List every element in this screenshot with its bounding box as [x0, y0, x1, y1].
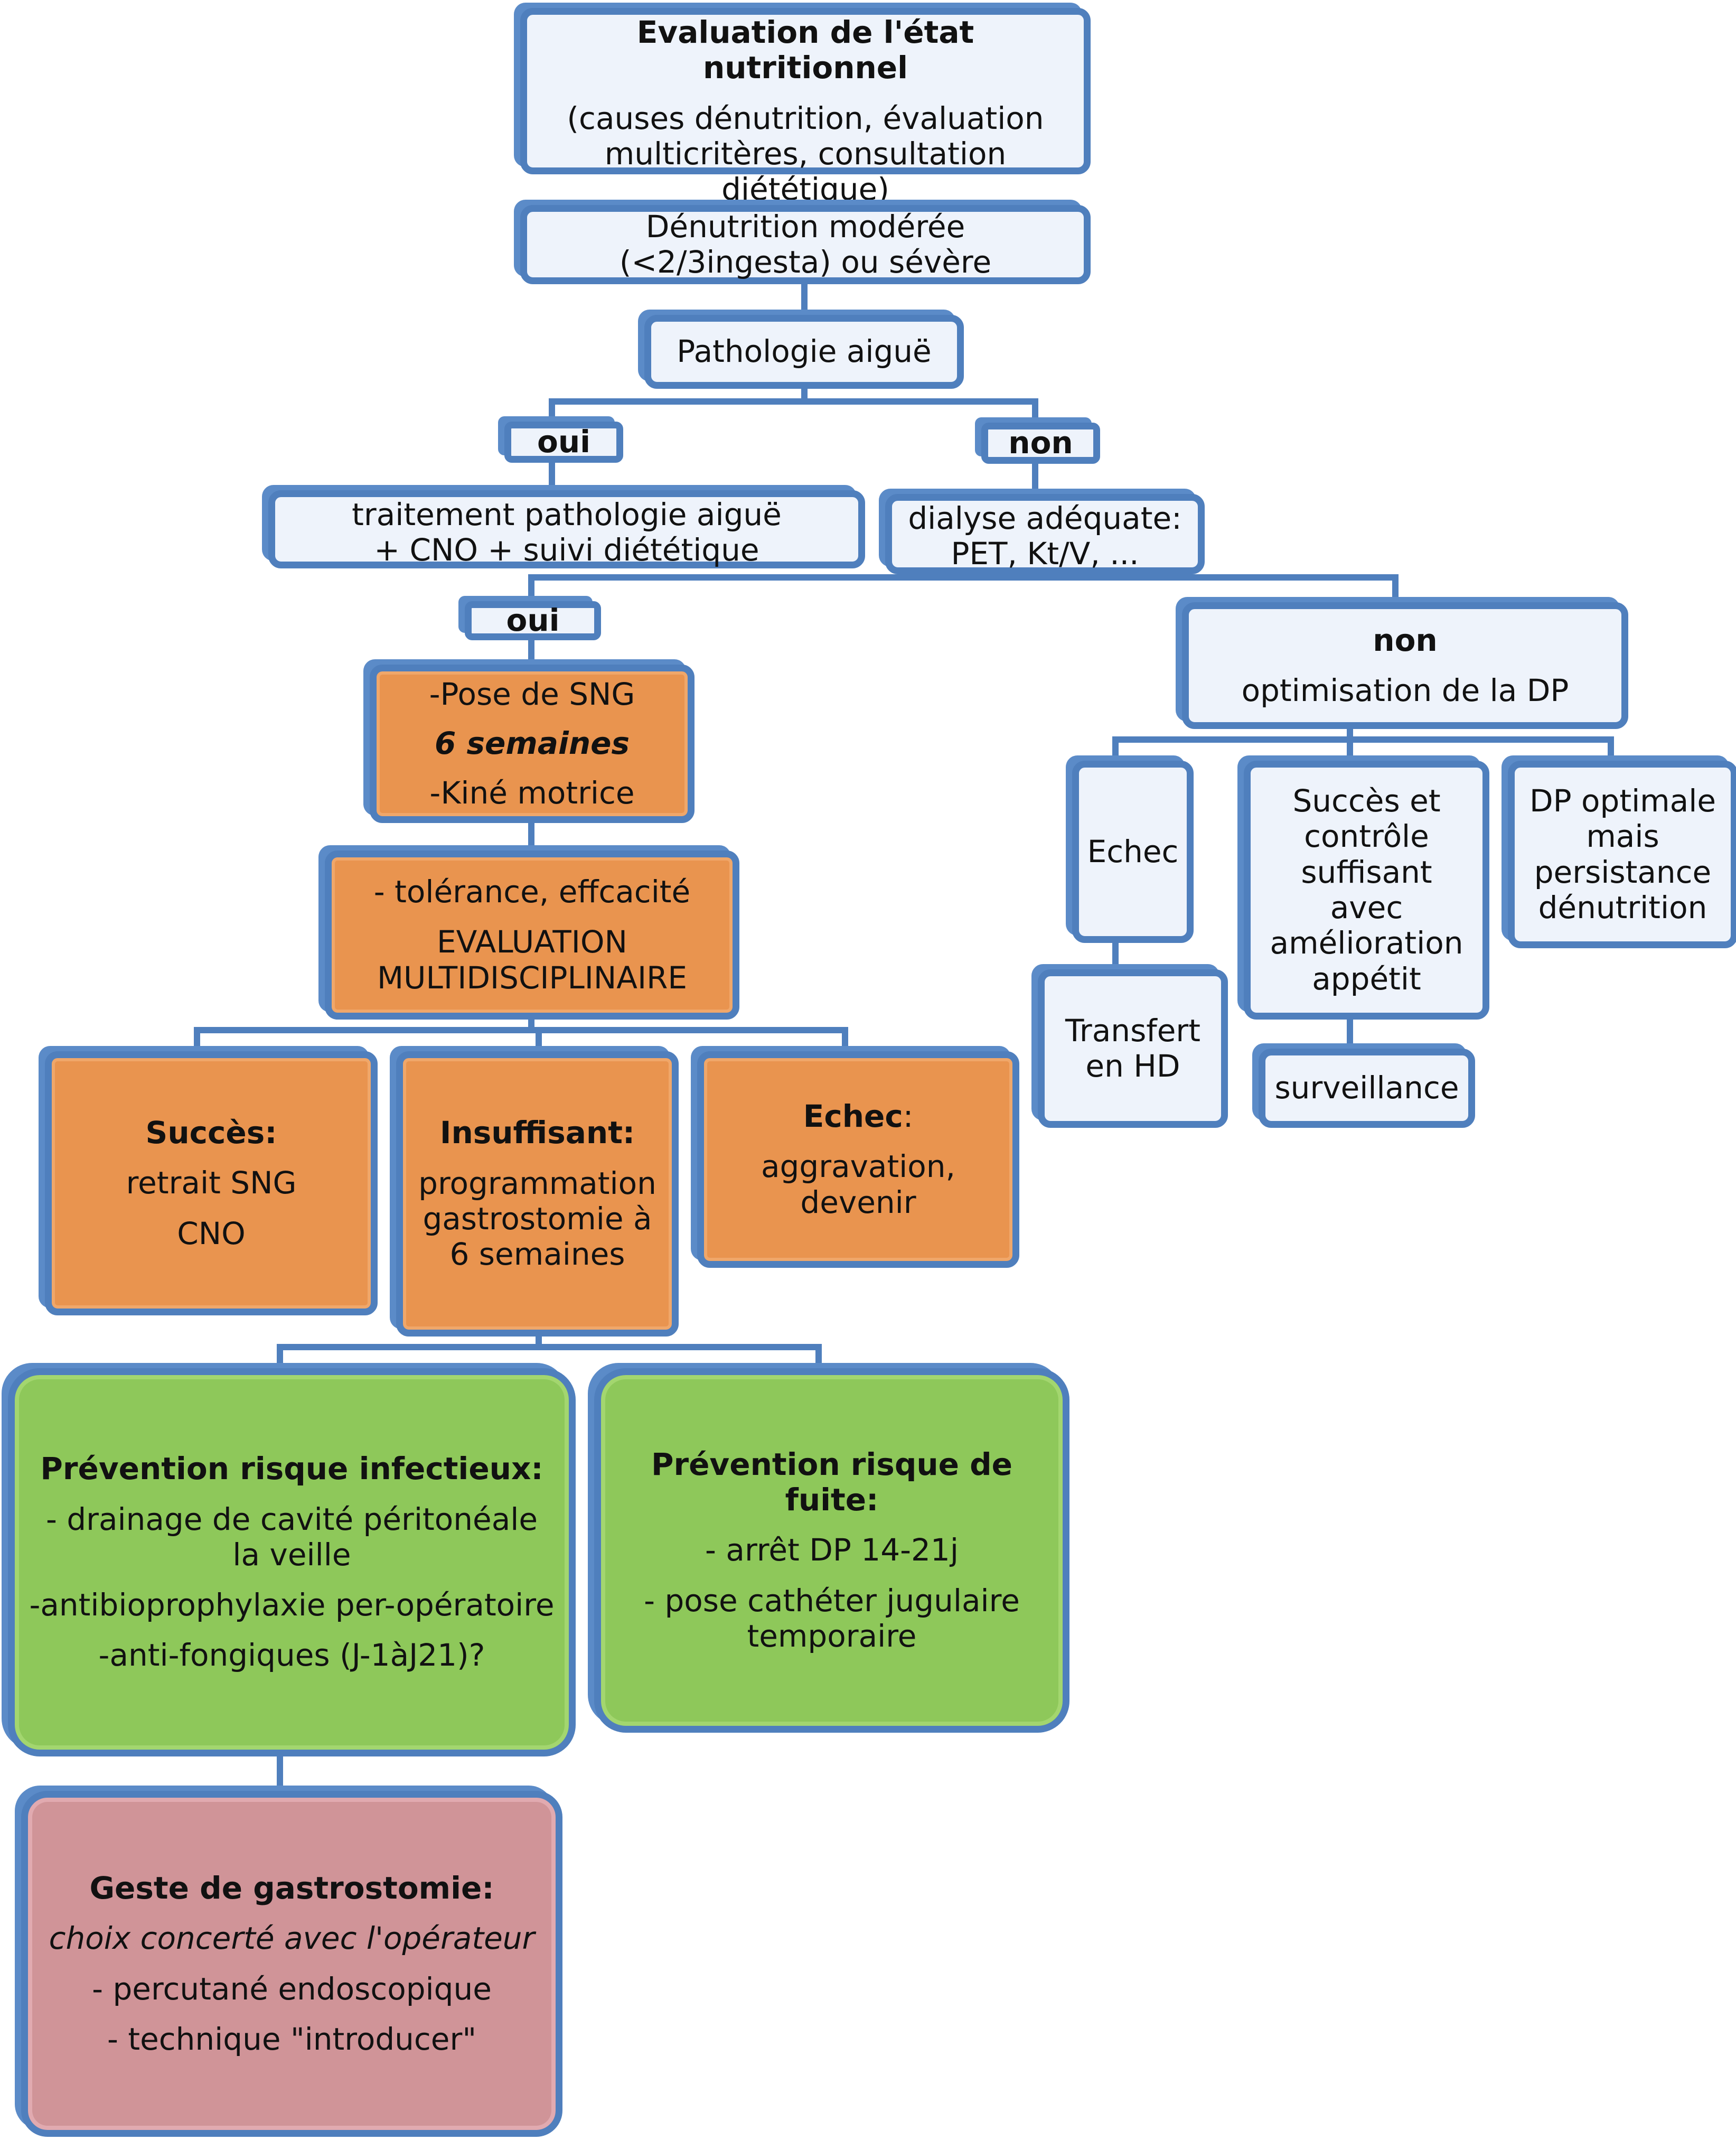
- evaluation-multidisciplinaire-box: - tolérance, effcacité EVALUATION MULTID…: [325, 851, 739, 1020]
- evaluation-line2: EVALUATION MULTIDISCIPLINAIRE: [377, 924, 688, 996]
- oui-tag-2: oui: [465, 601, 601, 640]
- infectieux-item-2: -antibioprophylaxie per-opératoire: [29, 1587, 555, 1623]
- geste-item-1: - percutané endoscopique: [92, 1970, 492, 2007]
- echec-box: Echec: aggravation, devenir: [697, 1051, 1019, 1268]
- dialyse-line1: dialyse adéquate:: [908, 500, 1182, 536]
- dp-optimale-text: DP optimale mais persistance dénutrition: [1529, 782, 1716, 926]
- succes-box: Succès: retrait SNG CNO: [45, 1051, 378, 1315]
- optimisation-dp-text: optimisation de la DP: [1241, 672, 1569, 708]
- succes-title: Succès:: [145, 1115, 277, 1151]
- fuite-item-2: - pose cathéter jugulaire temporaire: [644, 1582, 1020, 1654]
- dialyse-box: dialyse adéquate: PET, Kt/V, ...: [885, 494, 1205, 574]
- non-dp-label: non: [1373, 622, 1438, 658]
- dp-echec-box: Echec: [1072, 761, 1194, 943]
- traitement-box: traitement pathologie aiguë + CNO + suiv…: [268, 490, 865, 568]
- insuffisant-text: programmation gastrostomie à 6 semaines: [418, 1165, 656, 1273]
- transfert-hd-text: Transfert en HD: [1065, 1012, 1200, 1084]
- echec-text: aggravation, devenir: [761, 1148, 955, 1220]
- fuite-title: Prévention risque de fuite:: [651, 1446, 1013, 1518]
- prevention-fuite-box: Prévention risque de fuite: - arrêt DP 1…: [594, 1368, 1069, 1733]
- succes-line2: CNO: [177, 1215, 246, 1251]
- pathologie-box: Pathologie aiguë: [644, 315, 964, 389]
- fuite-item-1: - arrêt DP 14-21j: [705, 1532, 959, 1568]
- surveillance-text: surveillance: [1274, 1070, 1459, 1106]
- echec-heading: Echec:: [803, 1098, 914, 1135]
- dp-succes-text: Succès et contrôle suffisant avec amélio…: [1270, 783, 1463, 997]
- eval-title: Evaluation de l'état nutritionnel: [636, 14, 974, 86]
- infectieux-title: Prévention risque infectieux:: [40, 1451, 543, 1487]
- sng-duration: 6 semaines: [434, 725, 630, 762]
- oui-tag-1: oui: [504, 422, 623, 463]
- prevention-infectieux-box: Prévention risque infectieux: - drainage…: [8, 1368, 576, 1756]
- non-tag-1: non: [981, 423, 1100, 464]
- infectieux-item-3: -anti-fongiques (J-1àJ21)?: [98, 1637, 485, 1674]
- echec-colon: :: [903, 1098, 914, 1135]
- dp-echec-text: Echec: [1087, 833, 1179, 870]
- dialyse-line2: PET, Kt/V, ...: [951, 536, 1139, 572]
- sng-line3: -Kiné motrice: [429, 774, 635, 811]
- insuffisant-title: Insuffisant:: [439, 1115, 635, 1151]
- evaluation-line1: - tolérance, effcacité: [373, 874, 691, 910]
- echec-title: Echec: [803, 1098, 903, 1135]
- non-label-1: non: [1008, 425, 1073, 461]
- geste-subtitle: choix concerté avec l'opérateur: [49, 1920, 535, 1957]
- surveillance-box: surveillance: [1259, 1049, 1475, 1128]
- denutrition-text: Dénutrition modérée (<2/3ingesta) ou sév…: [619, 208, 992, 280]
- dp-succes-box: Succès et contrôle suffisant avec amélio…: [1244, 761, 1489, 1020]
- transfert-hd-box: Transfert en HD: [1038, 969, 1228, 1128]
- eval-detail: (causes dénutrition, évaluation multicri…: [567, 100, 1044, 208]
- infectieux-item-1: - drainage de cavité péritonéale la veil…: [45, 1501, 538, 1573]
- succes-line1: retrait SNG: [126, 1165, 297, 1201]
- pathologie-text: Pathologie aiguë: [677, 333, 932, 370]
- optimisation-dp-box: non optimisation de la DP: [1182, 602, 1628, 729]
- sng-box: -Pose de SNG 6 semaines -Kiné motrice: [370, 665, 695, 823]
- dp-optimale-box: DP optimale mais persistance dénutrition: [1508, 761, 1736, 948]
- eval-nutrition-box: Evaluation de l'état nutritionnel (cause…: [520, 8, 1091, 207]
- traitement-line2: + CNO + suivi diététique: [374, 532, 759, 568]
- geste-item-2: - technique "introducer": [107, 2021, 477, 2057]
- traitement-line1: traitement pathologie aiguë: [352, 497, 782, 532]
- sng-line1: -Pose de SNG: [429, 676, 635, 712]
- oui-label-1: oui: [537, 424, 591, 460]
- insuffisant-box: Insuffisant: programmation gastrostomie …: [396, 1051, 679, 1337]
- geste-gastrostomie-box: Geste de gastrostomie: choix concerté av…: [21, 1791, 562, 2137]
- oui-label-2: oui: [506, 602, 560, 639]
- geste-title: Geste de gastrostomie:: [89, 1870, 494, 1906]
- denutrition-box: Dénutrition modérée (<2/3ingesta) ou sév…: [520, 205, 1091, 284]
